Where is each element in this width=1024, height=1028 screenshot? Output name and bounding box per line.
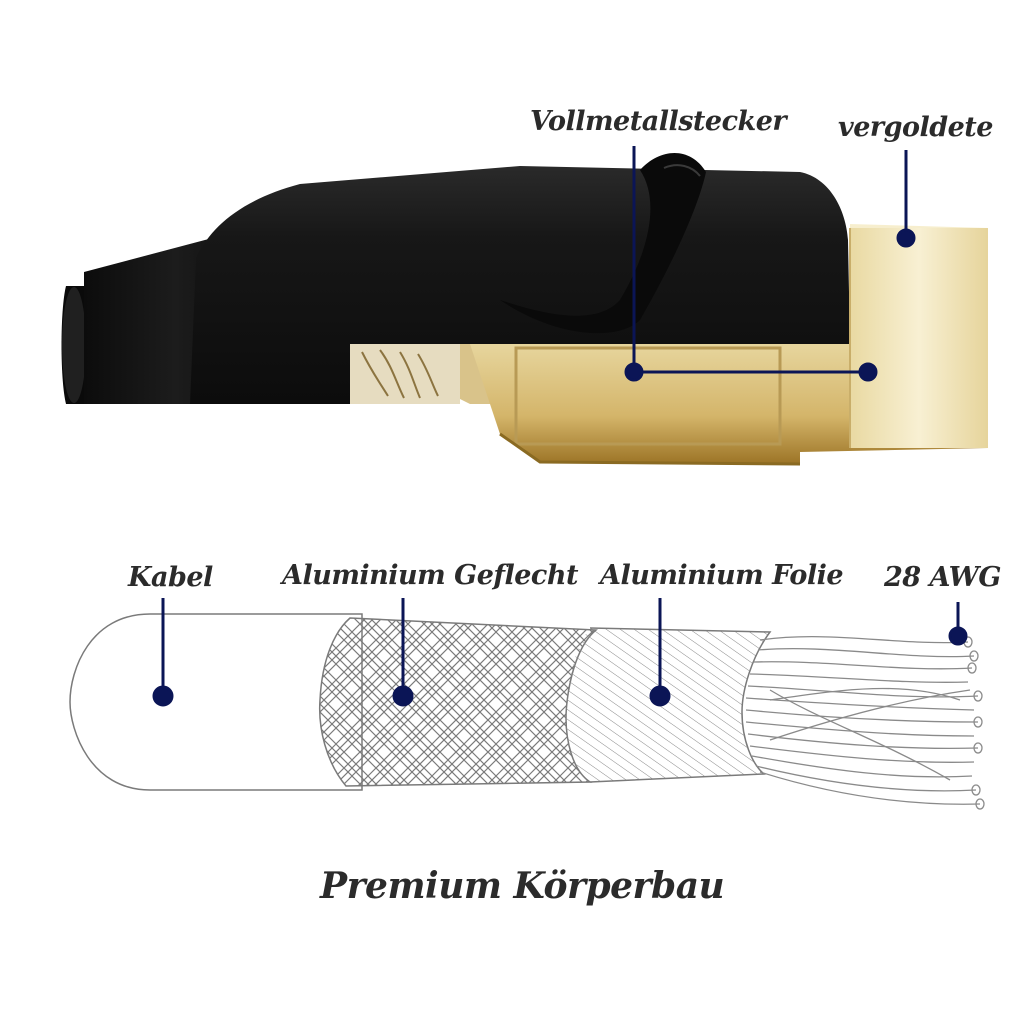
gold-plated-tip: [850, 228, 988, 448]
crimp-texture: [361, 349, 439, 399]
rj45-connector: [61, 153, 988, 466]
shell-panel: [514, 346, 782, 446]
callout-dot-metal-plug-2: [858, 362, 878, 382]
label-aluminium-geflecht: Aluminium Geflecht: [282, 560, 578, 591]
label-kabel: Kabel: [128, 562, 213, 593]
callout-dot-jacket: [152, 685, 174, 707]
callout-dot-conductor: [948, 626, 968, 646]
strand-ends: [963, 636, 985, 810]
crimp-contacts: [350, 344, 460, 404]
shell-bottom-edge: [499, 432, 801, 466]
latch-clip: [500, 153, 706, 334]
cable-end-face: [62, 287, 86, 403]
latch-highlight: [663, 164, 701, 177]
cable-cross-section: [69, 613, 985, 810]
label-28-awg: 28 AWG: [884, 562, 1001, 593]
outer-jacket: [69, 613, 363, 791]
diagram-title: Premium Körperbau: [320, 865, 725, 907]
label-vergoldete: vergoldete: [838, 112, 993, 143]
aluminium-braid: [319, 618, 596, 786]
label-aluminium-folie: Aluminium Folie: [600, 560, 844, 591]
foil-outline: [589, 627, 772, 783]
callout-dot-gold: [896, 228, 916, 248]
cable-callouts: [152, 598, 968, 707]
connector-callouts: [624, 146, 916, 382]
callout-dot-braid: [392, 685, 414, 707]
label-vollmetallstecker: Vollmetallstecker: [530, 106, 787, 137]
callout-dot-foil: [649, 685, 671, 707]
callout-dot-metal-plug: [624, 362, 644, 382]
aluminium-foil: [566, 628, 770, 782]
conductor-strands: [745, 636, 981, 805]
